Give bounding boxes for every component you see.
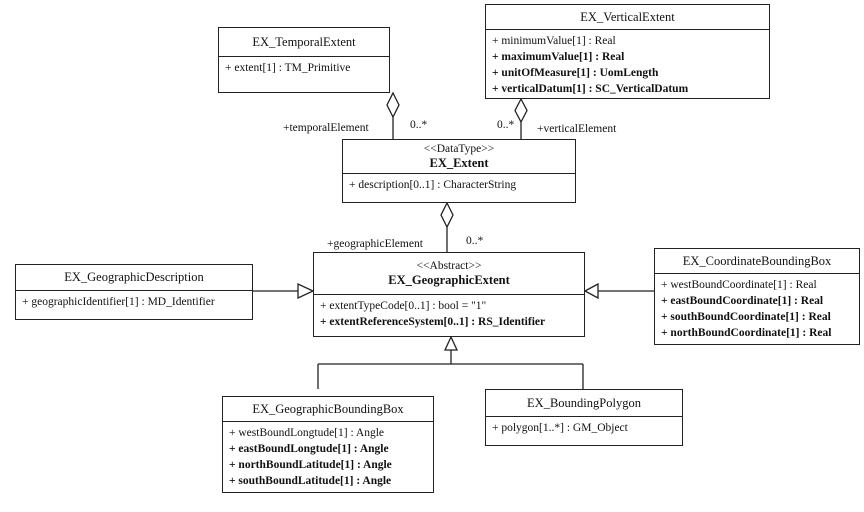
class-attributes: + polygon[1..*] : GM_Object [486, 417, 682, 436]
class-attributes: + westBoundCoordinate[1] : Real + eastBo… [655, 274, 859, 341]
vertical-role-label: +verticalElement [537, 123, 617, 135]
class-name: EX_Extent [429, 155, 489, 170]
class-bounding-polygon: EX_BoundingPolygon + polygon[1..*] : GM_… [485, 389, 683, 446]
class-attribute: + westBoundCoordinate[1] : Real [661, 279, 817, 291]
class-attribute: + northBoundCoordinate[1] : Real [661, 327, 832, 339]
class-name: EX_GeographicDescription [64, 270, 204, 284]
temporal-aggregation-diamond [386, 91, 400, 119]
class-attribute: + polygon[1..*] : GM_Object [492, 422, 628, 434]
class-attributes: + extent[1] : TM_Primitive [219, 57, 389, 76]
class-attributes: + description[0..1] : CharacterString [343, 174, 575, 193]
generalization-description-arrow [297, 282, 315, 300]
class-attribute: + description[0..1] : CharacterString [349, 179, 517, 191]
class-temporal-extent: EX_TemporalExtent + extent[1] : TM_Primi… [218, 27, 390, 93]
class-vertical-extent: EX_VerticalExtent + minimumValue[1] : Re… [485, 4, 770, 99]
vertical-multiplicity-label: 0..* [497, 119, 515, 131]
class-name: EX_BoundingPolygon [527, 395, 641, 410]
class-geographic-description: EX_GeographicDescription + geographicIde… [15, 264, 253, 320]
class-header: EX_VerticalExtent [486, 5, 769, 30]
class-attributes: + geographicIdentifier[1] : MD_Identifie… [16, 291, 252, 310]
class-coordinate-bounding-box: EX_CoordinateBoundingBox + westBoundCoor… [654, 248, 860, 345]
class-name: EX_GeographicBoundingBox [252, 401, 404, 416]
class-extent: <<DataType>> EX_Extent + description[0..… [342, 139, 576, 203]
class-name: EX_GeographicExtent [388, 272, 510, 287]
class-header: EX_CoordinateBoundingBox [655, 249, 859, 274]
class-header: <<Abstract>> EX_GeographicExtent [314, 253, 584, 295]
class-attributes: + westBoundLongtude[1] : Angle + eastBou… [223, 422, 433, 489]
class-attribute: + unitOfMeasure[1] : UomLength [492, 67, 659, 79]
class-attribute: + geographicIdentifier[1] : MD_Identifie… [22, 296, 215, 308]
class-header: EX_GeographicDescription [16, 265, 252, 291]
generalization-tree-arrow [443, 335, 459, 351]
geographic-role-label: +geographicElement [327, 238, 423, 250]
vertical-aggregation-diamond [514, 97, 528, 124]
generalization-coordinate-arrow [583, 282, 599, 300]
temporal-multiplicity-label: 0..* [410, 119, 428, 131]
temporal-role-label: +temporalElement [283, 122, 369, 134]
class-attribute: + westBoundLongtude[1] : Angle [229, 427, 385, 439]
class-name: EX_TemporalExtent [252, 34, 356, 49]
class-name: EX_CoordinateBoundingBox [682, 253, 832, 268]
class-attribute: + verticalDatum[1] : SC_VerticalDatum [492, 83, 689, 95]
class-attribute: + southBoundCoordinate[1] : Real [661, 311, 831, 323]
class-geographic-extent: <<Abstract>> EX_GeographicExtent + exten… [313, 252, 585, 337]
class-header: EX_GeographicBoundingBox [223, 397, 433, 422]
class-geographic-bounding-box: EX_GeographicBoundingBox + westBoundLong… [222, 396, 434, 493]
class-header: <<DataType>> EX_Extent [343, 140, 575, 174]
class-attribute: + extent[1] : TM_Primitive [225, 62, 351, 74]
class-attribute: + extentTypeCode[0..1] : bool = "1" [320, 300, 487, 312]
geographic-aggregation-diamond [440, 201, 454, 229]
class-attributes: + extentTypeCode[0..1] : bool = "1" + ex… [314, 295, 584, 330]
class-stereotype: <<Abstract>> [416, 259, 482, 272]
class-name: EX_VerticalExtent [580, 9, 675, 24]
class-attributes: + minimumValue[1] : Real + maximumValue[… [486, 30, 769, 97]
class-attribute: + southBoundLatitude[1] : Angle [229, 475, 392, 487]
class-header: EX_BoundingPolygon [486, 390, 682, 417]
class-header: EX_TemporalExtent [219, 28, 389, 57]
class-attribute: + eastBoundCoordinate[1] : Real [661, 295, 824, 307]
class-attribute: + eastBoundLongtude[1] : Angle [229, 443, 389, 455]
class-attribute: + minimumValue[1] : Real [492, 35, 616, 47]
class-attribute: + northBoundLatitude[1] : Angle [229, 459, 392, 471]
geographic-multiplicity-label: 0..* [466, 235, 484, 247]
class-attribute: + extentReferenceSystem[0..1] : RS_Ident… [320, 316, 546, 328]
class-stereotype: <<DataType>> [423, 142, 495, 155]
class-attribute: + maximumValue[1] : Real [492, 51, 625, 63]
